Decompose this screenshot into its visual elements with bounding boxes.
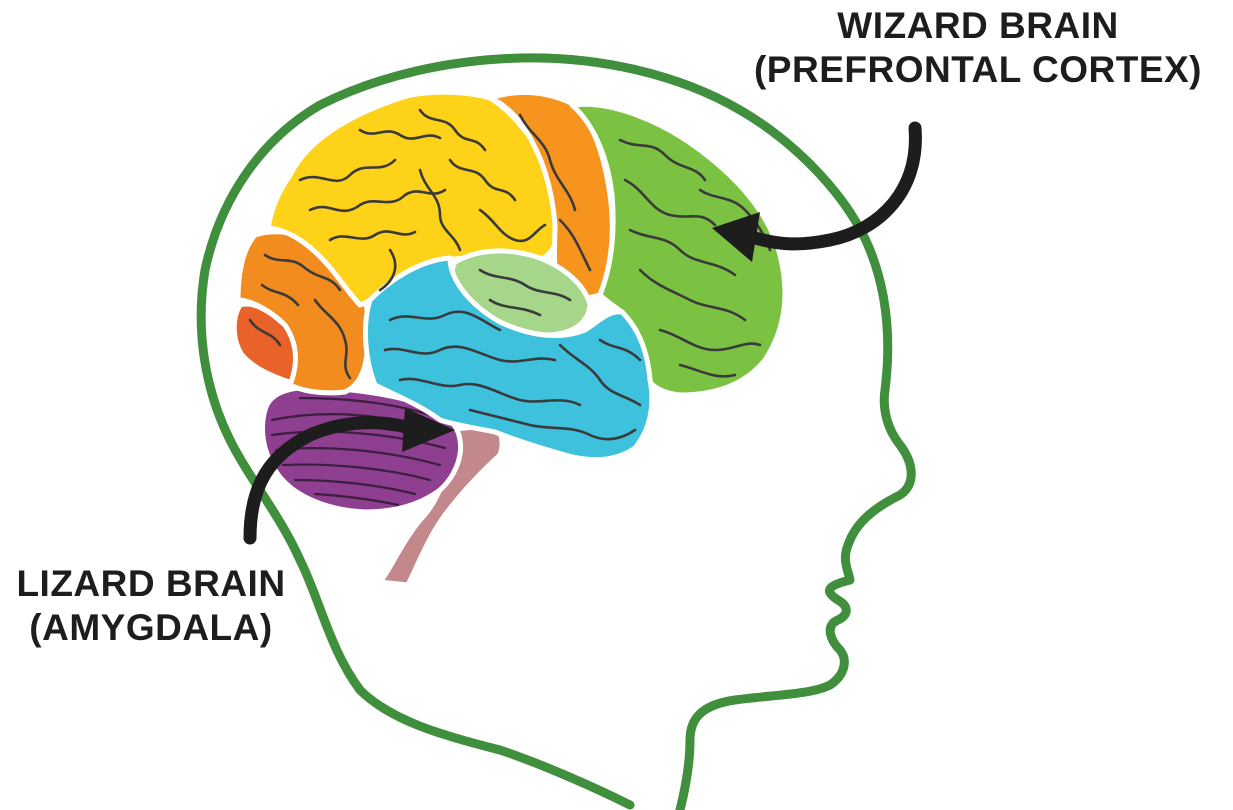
temporal-lobe bbox=[362, 255, 655, 463]
curved-arrow-icon bbox=[712, 121, 922, 262]
lizard-brain-label: LIZARD BRAIN (AMYGDALA) bbox=[0, 562, 306, 650]
wizard-brain-label: WIZARD BRAIN (PREFRONTAL CORTEX) bbox=[728, 4, 1228, 92]
curved-arrow-icon bbox=[243, 408, 455, 545]
head-outline bbox=[196, 53, 916, 810]
lizard-brain-subtitle: (AMYGDALA) bbox=[29, 607, 273, 648]
brainstem bbox=[377, 422, 505, 588]
lizard-brain-title: LIZARD BRAIN bbox=[16, 563, 286, 604]
wizard-brain-subtitle: (PREFRONTAL CORTEX) bbox=[753, 49, 1202, 90]
wizard-brain-title: WIZARD BRAIN bbox=[837, 5, 1119, 46]
brain-gyri bbox=[248, 108, 772, 441]
